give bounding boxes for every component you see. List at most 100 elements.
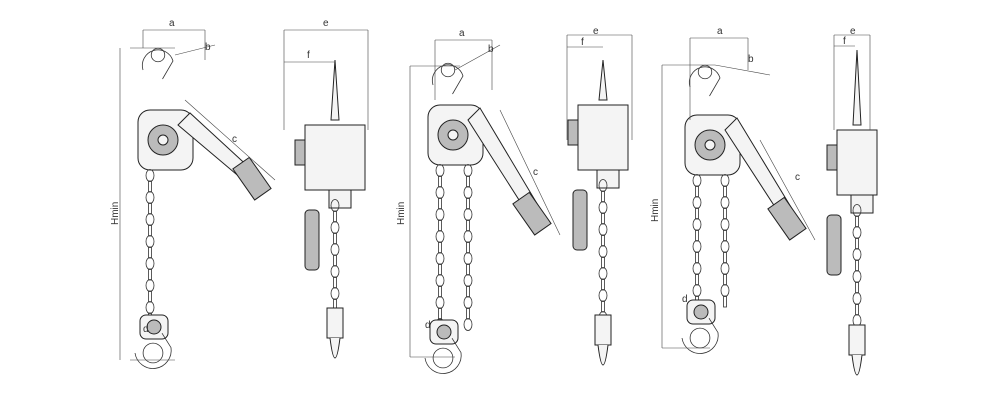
- dim-label-b: b: [488, 44, 494, 55]
- chain-link: [466, 219, 470, 232]
- dim-label-d: d: [682, 294, 688, 305]
- chain-link: [855, 237, 859, 250]
- lever-grip: [767, 196, 807, 241]
- dim-label-f: f: [581, 37, 584, 48]
- chain-link: [148, 180, 152, 193]
- chain-link: [145, 257, 155, 270]
- chain-link: [601, 190, 605, 203]
- chain-link: [435, 186, 445, 199]
- chain-link: [601, 300, 605, 313]
- chain-link: [601, 234, 605, 247]
- lever-grip-side: [304, 209, 320, 271]
- chain-link: [720, 284, 730, 297]
- chain-link: [333, 210, 337, 223]
- chain-link: [145, 279, 155, 292]
- chain-link: [598, 267, 608, 280]
- chain-link: [466, 307, 470, 320]
- chain-link: [435, 230, 445, 243]
- ratchet-cover: [567, 119, 579, 146]
- dimension-line: [499, 109, 561, 236]
- dim-label-e: e: [593, 26, 599, 37]
- chain-link: [466, 285, 470, 298]
- bottom-hook: [424, 337, 462, 374]
- dim-label-d: d: [425, 320, 431, 331]
- hoist-side-view: [826, 49, 878, 376]
- view-2-labels: e f: [307, 18, 329, 61]
- chain-link: [463, 252, 473, 265]
- chain-link: [466, 197, 470, 210]
- lever-grip-side: [826, 214, 842, 276]
- dim-label-c: c: [533, 167, 538, 178]
- gear-hub: [157, 134, 169, 146]
- hook-inner: [142, 342, 164, 364]
- sheave: [436, 324, 452, 340]
- chain-link: [148, 290, 152, 303]
- chain-link: [466, 241, 470, 254]
- chain-link: [598, 289, 608, 302]
- lever-grip: [232, 156, 272, 201]
- dimension-line: [184, 99, 276, 181]
- chain-link: [463, 208, 473, 221]
- chain-link: [855, 215, 859, 228]
- load-block-side: [326, 307, 344, 339]
- chain-link: [438, 263, 442, 276]
- chain-link: [145, 191, 155, 204]
- chain-link: [692, 284, 702, 297]
- chain-link: [333, 276, 337, 289]
- view-5-labels: a b c d Hmin: [650, 26, 800, 305]
- top-hook-side: [330, 59, 340, 121]
- chain-link: [330, 265, 340, 278]
- chain-link: [145, 169, 155, 182]
- chain-link: [438, 285, 442, 298]
- chain-link: [148, 202, 152, 215]
- dim-label-hmin: Hmin: [110, 202, 121, 225]
- view-6-labels: e f: [843, 26, 856, 47]
- dim-label-c: c: [232, 134, 237, 145]
- chain-link: [463, 296, 473, 309]
- hoist-body-side: [304, 124, 366, 191]
- dim-label-hmin: Hmin: [396, 202, 407, 225]
- hook-inner: [432, 347, 454, 369]
- chain-link: [148, 268, 152, 281]
- chain-link: [333, 232, 337, 245]
- hook-inner: [689, 327, 711, 349]
- top-hook: [141, 49, 174, 80]
- hoist-front-view: [681, 64, 807, 354]
- dim-label-c: c: [795, 172, 800, 183]
- dim-label-a: a: [717, 26, 723, 37]
- dim-label-b: b: [748, 54, 754, 65]
- chain-link: [598, 201, 608, 214]
- bottom-hook: [681, 317, 719, 354]
- hook-eye: [697, 64, 713, 80]
- chain-link: [438, 307, 442, 320]
- chain-link: [855, 281, 859, 294]
- lever-head: [328, 189, 352, 209]
- chain-link: [695, 251, 699, 264]
- bottom-hook-side: [851, 354, 863, 376]
- chain-link: [723, 295, 727, 308]
- chain-link: [720, 196, 730, 209]
- dim-label-f: f: [307, 50, 310, 61]
- gear-hub: [447, 129, 459, 141]
- dim-label-e: e: [850, 26, 856, 37]
- top-hook-side: [852, 49, 862, 126]
- chain-link: [148, 246, 152, 259]
- chain-link: [435, 296, 445, 309]
- chain-link: [720, 218, 730, 231]
- dimension-line: [759, 139, 816, 241]
- dimension-line: [454, 44, 501, 71]
- chain-link: [330, 199, 340, 212]
- chain-link: [695, 185, 699, 198]
- ratchet-cover: [826, 144, 838, 171]
- chain-link: [855, 259, 859, 272]
- chain-link: [601, 278, 605, 291]
- gear-hub: [704, 139, 716, 151]
- hoist-body-side: [577, 104, 629, 171]
- chain-link: [333, 254, 337, 267]
- chain-link: [852, 270, 862, 283]
- dim-label-a: a: [169, 18, 175, 29]
- chain-link: [438, 197, 442, 210]
- dim-label-a: a: [459, 28, 465, 39]
- chain-link: [438, 219, 442, 232]
- chain-link: [145, 301, 155, 314]
